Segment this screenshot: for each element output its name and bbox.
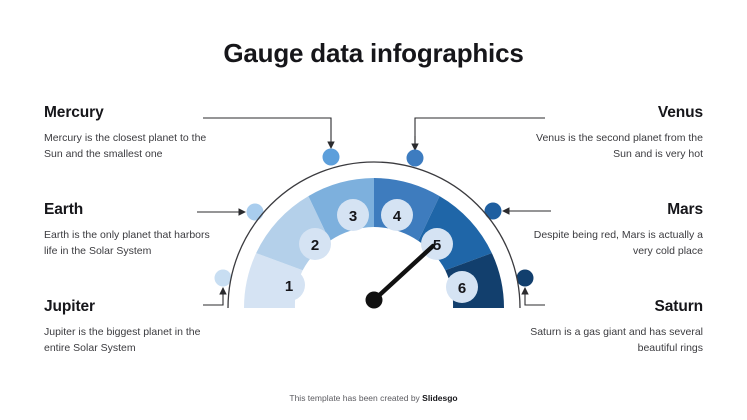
page-title: Gauge data infographics xyxy=(223,38,524,68)
info-body-earth: Earth is the only planet that harbors li… xyxy=(44,229,210,257)
info-body-saturn: Saturn is a gas giant and has several be… xyxy=(530,326,703,354)
gauge-needle[interactable] xyxy=(371,243,436,303)
gauge-bubble-2 xyxy=(299,228,331,260)
gauge-label-6: 6 xyxy=(458,280,466,297)
info-body-jupiter: Jupiter is the biggest planet in the ent… xyxy=(44,326,201,354)
info-body-venus: Venus is the second planet from the Sun … xyxy=(536,132,703,160)
info-heading-saturn: Saturn xyxy=(654,298,704,315)
footer-brand: Slidesgo xyxy=(422,393,458,403)
info-block-mars: Mars Despite being red, Mars is actually… xyxy=(523,201,703,259)
info-block-earth: Earth Earth is the only planet that harb… xyxy=(44,201,224,259)
info-block-mercury: Mercury Mercury is the closest planet to… xyxy=(44,104,224,162)
gauge-label-3: 3 xyxy=(349,208,357,225)
info-block-jupiter: Jupiter Jupiter is the biggest planet in… xyxy=(44,298,224,356)
gauge-bubble-4 xyxy=(381,199,413,231)
gauge-label-2: 2 xyxy=(311,237,319,254)
gauge-bubble-6 xyxy=(446,271,478,303)
footer-credit: This template has been created by Slides… xyxy=(0,393,747,403)
gauge-label-5: 5 xyxy=(433,237,441,254)
info-heading-earth: Earth xyxy=(44,201,84,218)
info-body-mars: Despite being red, Mars is actually a ve… xyxy=(533,229,703,257)
gauge-svg: 1 2 3 4 5 6 xyxy=(227,161,521,309)
gauge-bubble-1 xyxy=(273,269,305,301)
gauge-label-4: 4 xyxy=(393,208,402,225)
gauge-outer-arc xyxy=(227,161,521,309)
gauge-chart: 1 2 3 4 5 6 xyxy=(222,160,526,315)
gauge-needle-hub xyxy=(365,291,383,309)
info-heading-jupiter: Jupiter xyxy=(44,298,95,315)
info-block-venus: Venus Venus is the second planet from th… xyxy=(523,104,703,162)
info-heading-mars: Mars xyxy=(667,201,703,218)
info-heading-mercury: Mercury xyxy=(44,104,104,121)
gauge-bubble-3 xyxy=(337,199,369,231)
info-body-mercury: Mercury is the closest planet to the Sun… xyxy=(44,132,207,160)
info-heading-venus: Venus xyxy=(657,104,703,121)
footer-text: This template has been created by xyxy=(289,393,423,403)
gauge-label-1: 1 xyxy=(285,278,293,295)
info-block-saturn: Saturn Saturn is a gas giant and has sev… xyxy=(523,298,703,356)
